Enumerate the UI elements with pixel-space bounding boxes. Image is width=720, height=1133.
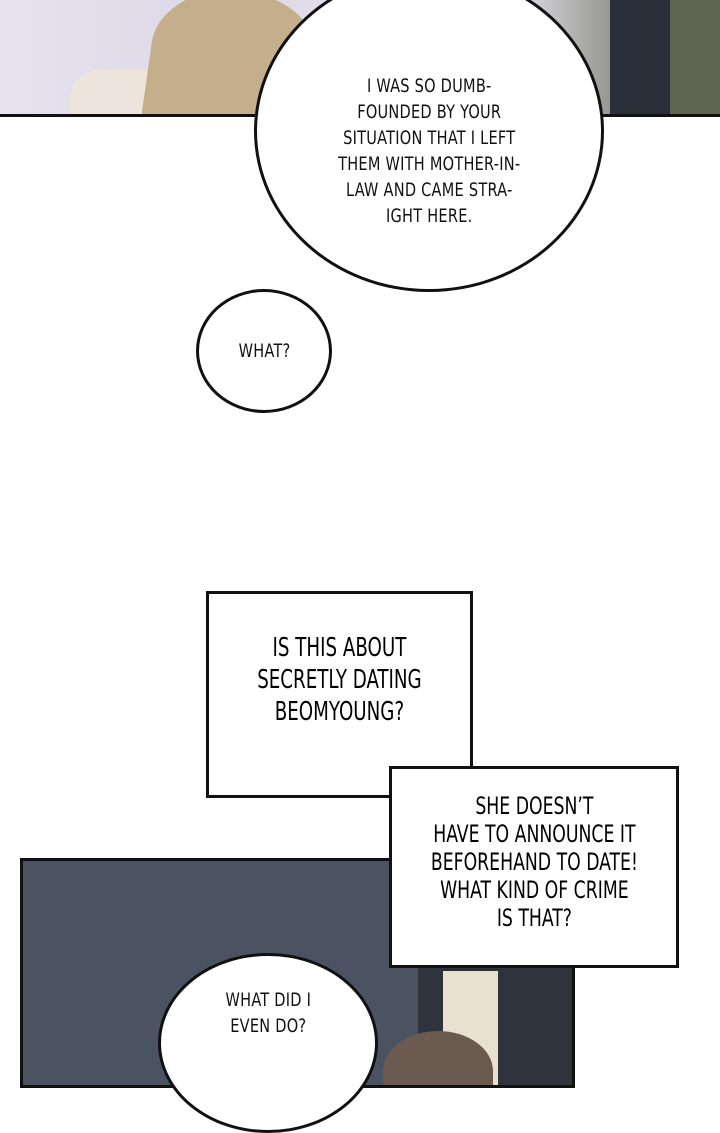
bubble-line: LAW AND CAME STRA- — [345, 179, 513, 201]
bubble-line: I WAS SO DUMB- — [366, 75, 492, 97]
bubble-line: WHAT DID I — [225, 989, 311, 1011]
bubble-line: IGHT HERE. — [385, 205, 473, 227]
caption-line: IS THIS ABOUT — [272, 632, 407, 663]
bubble-line: FOUNDED BY YOUR — [356, 101, 502, 123]
speech-bubble-3: WHAT DID I EVEN DO? — [158, 953, 378, 1133]
bubble-line: THEM WITH MOTHER-IN- — [337, 153, 521, 175]
caption-line: SECRETLY DATING — [257, 664, 422, 695]
speech-bubble-2: WHAT? — [196, 289, 332, 413]
caption-line: HAVE TO ANNOUNCE IT — [432, 820, 636, 848]
bubble-line: SITUATION THAT I LEFT — [342, 127, 516, 149]
caption-box-1: IS THIS ABOUT SECRETLY DATING BEOMYOUNG? — [206, 591, 473, 798]
background-wall — [660, 0, 720, 114]
caption-box-2: SHE DOESN’T HAVE TO ANNOUNCE IT BEFOREHA… — [389, 766, 679, 968]
character-coat — [610, 0, 670, 114]
speech-bubble-1: I WAS SO DUMB- FOUNDED BY YOUR SITUATION… — [254, 0, 604, 292]
bubble-line: WHAT? — [238, 340, 290, 362]
caption-line: SHE DOESN’T — [474, 792, 594, 820]
caption-line: WHAT KIND OF CRIME — [439, 876, 629, 904]
bubble-line: EVEN DO? — [229, 1015, 307, 1037]
caption-line: BEFOREHAND TO DATE! — [430, 848, 638, 876]
caption-line: BEOMYOUNG? — [274, 696, 405, 727]
caption-line: IS THAT? — [496, 904, 572, 932]
